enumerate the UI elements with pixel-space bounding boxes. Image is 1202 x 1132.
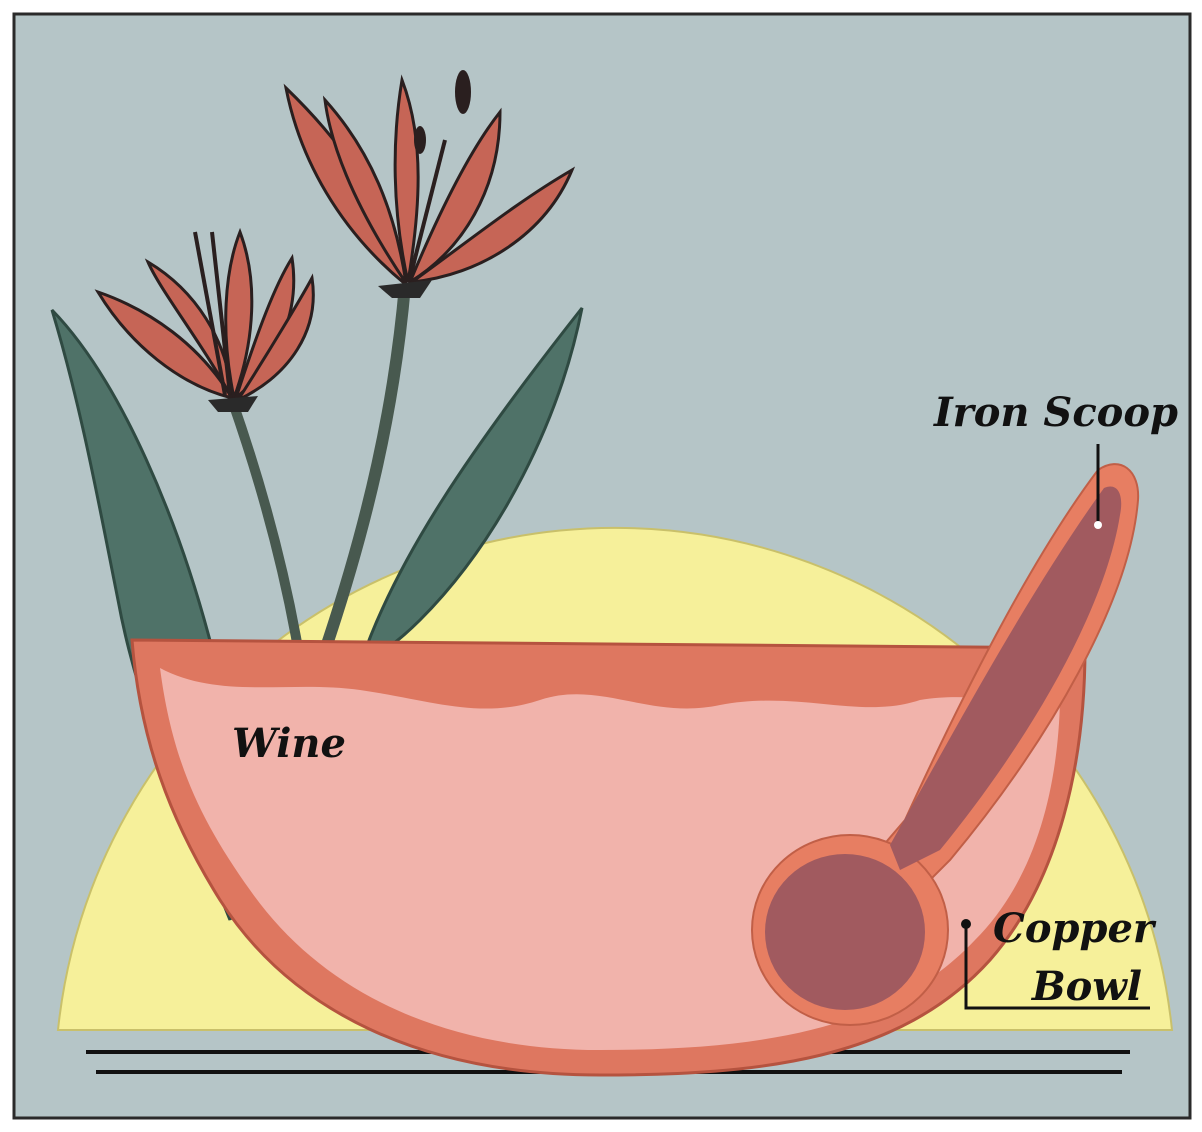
iron-scoop-label: Iron Scoop xyxy=(933,389,1178,436)
stamen-tip xyxy=(414,126,426,154)
copper-bowl-leader-dot xyxy=(961,919,971,929)
scoop-bowl-inner xyxy=(765,854,925,1010)
wine-label: Wine xyxy=(232,720,346,767)
iron-scoop-leader-dot xyxy=(1094,521,1102,529)
copper-label: Copper xyxy=(993,905,1157,952)
stamen-tip xyxy=(455,70,471,114)
bowl-label: Bowl xyxy=(1031,963,1142,1010)
